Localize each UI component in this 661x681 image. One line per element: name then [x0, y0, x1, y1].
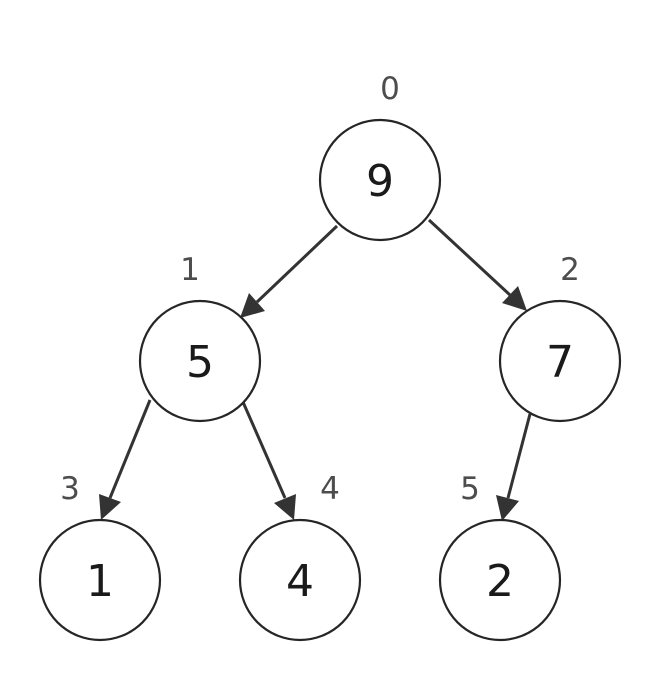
node-value: 1	[86, 556, 114, 607]
node-value: 2	[486, 556, 514, 607]
node-circle	[498, 299, 622, 423]
tree-node-3: 1 3	[38, 471, 162, 642]
node-circle	[138, 299, 262, 423]
edge-1-3	[99, 399, 152, 520]
edges	[99, 218, 532, 521]
node-circle	[238, 518, 362, 642]
node-circle	[318, 118, 442, 242]
node-circle	[38, 518, 162, 642]
edge-1-4	[241, 401, 296, 520]
node-circle	[438, 518, 562, 642]
node-index-label: 2	[560, 252, 580, 288]
node-index-label: 5	[460, 471, 480, 507]
tree-node-2: 7 2	[498, 252, 622, 423]
tree-node-4: 4 4	[238, 471, 362, 642]
edge-0-1	[240, 224, 339, 318]
node-index-label: 1	[180, 252, 200, 288]
node-value: 4	[286, 556, 314, 607]
node-index-label: 0	[380, 71, 400, 107]
node-value: 9	[366, 156, 394, 207]
tree-node-0: 9 0	[318, 71, 442, 242]
node-value: 7	[546, 337, 574, 388]
tree-node-5: 2 5	[438, 471, 562, 642]
tree-node-1: 5 1	[138, 252, 262, 423]
node-index-label: 3	[60, 471, 80, 507]
edge-2-5	[496, 413, 532, 521]
node-index-label: 4	[320, 471, 340, 507]
node-value: 5	[186, 337, 214, 388]
edge-0-2	[427, 218, 527, 311]
